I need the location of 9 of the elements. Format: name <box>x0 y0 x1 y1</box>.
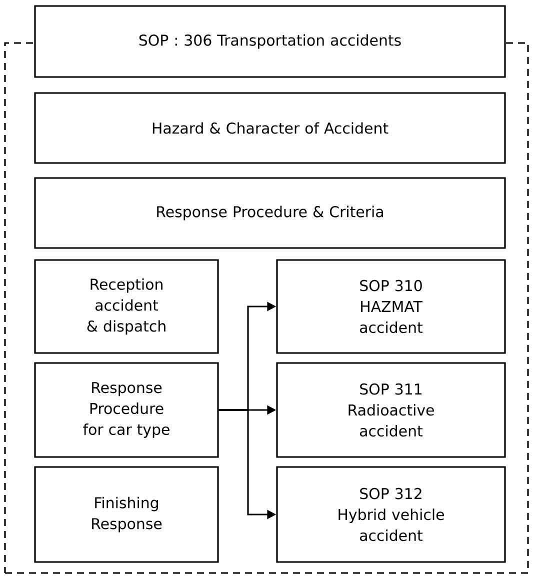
process-box: SOP 311 Radioactive accident <box>276 362 506 458</box>
process-box: Finishing Response <box>34 466 219 563</box>
process-box: Reception accident & dispatch <box>34 259 219 354</box>
process-box: SOP 312 Hybrid vehicle accident <box>276 466 506 563</box>
process-box: Response Procedure & Criteria <box>34 177 506 249</box>
process-box: SOP 310 HAZMAT accident <box>276 259 506 354</box>
process-box: Hazard & Character of Accident <box>34 92 506 164</box>
process-box: Response Procedure for car type <box>34 362 219 458</box>
title-box: SOP : 306 Transportation accidents <box>34 5 506 78</box>
